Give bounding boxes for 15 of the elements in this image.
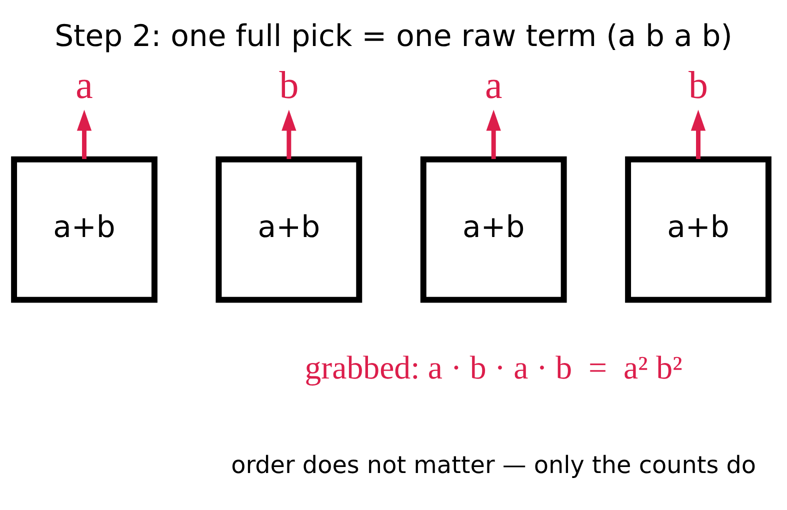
- arrow: [690, 110, 706, 160]
- node-box: a+b: [11, 156, 158, 303]
- node-box: a+b: [625, 156, 772, 303]
- node-box: a+b: [216, 156, 362, 303]
- node-text: a: [76, 64, 93, 107]
- arrow: [76, 110, 92, 160]
- node-text: b: [688, 64, 708, 107]
- node-text: b: [279, 64, 299, 107]
- node-text: a: [484, 64, 502, 107]
- label: grabbed: a · b · a · b = a² b²: [304, 350, 682, 386]
- label: order does not matter — only the counts do: [231, 450, 756, 479]
- diagram-title: Step 2: one full pick = one raw term (a b a b): [54, 18, 732, 54]
- node-box: a+b: [420, 156, 567, 303]
- arrow: [282, 110, 296, 160]
- arrow: [486, 110, 501, 160]
